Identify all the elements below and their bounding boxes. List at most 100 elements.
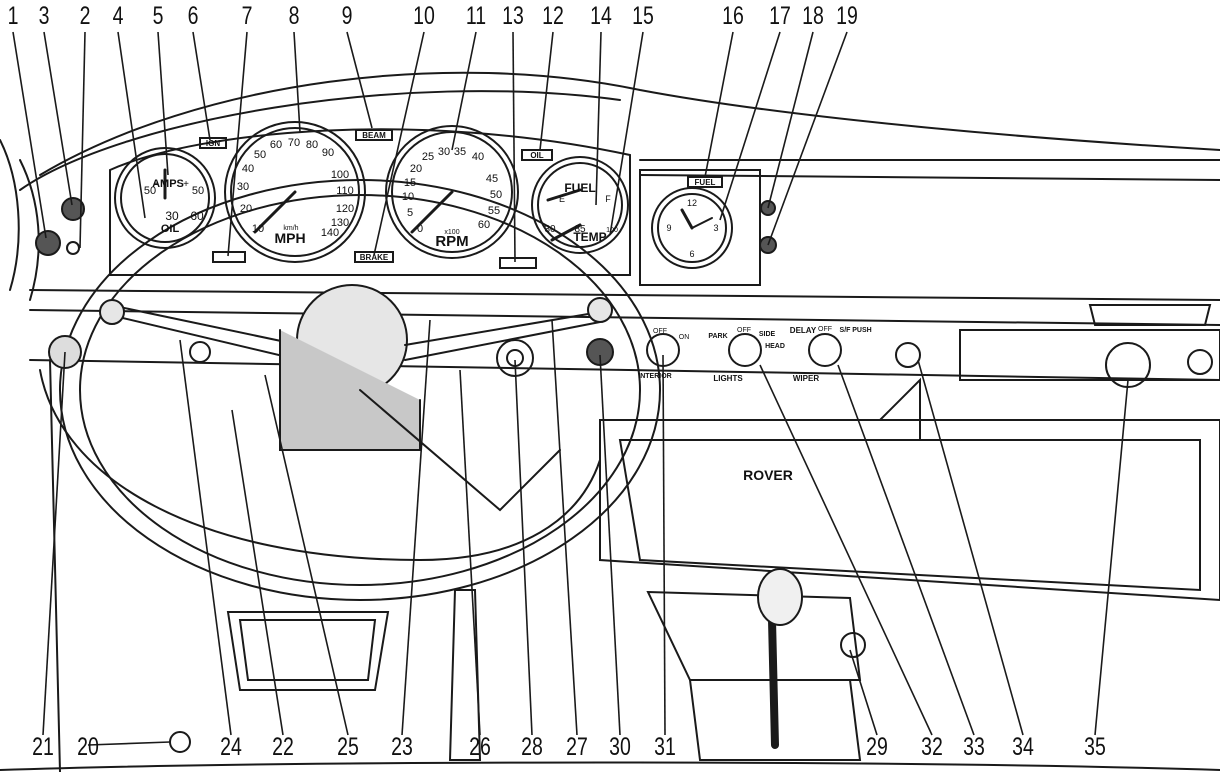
leader-line <box>79 31 86 249</box>
delay-label: DELAY <box>790 326 817 335</box>
temp-high: 100 <box>606 227 618 234</box>
clock-panel <box>639 169 761 286</box>
accelerator-pedal <box>448 589 482 761</box>
callout-4: 4 <box>112 2 124 30</box>
leader-line <box>43 31 73 206</box>
leader-line <box>849 649 878 736</box>
leader-line <box>157 31 169 176</box>
speedo-tick-90: 90 <box>322 147 334 159</box>
speedo-tick-50: 50 <box>254 149 266 161</box>
park-label: PARK <box>708 333 727 340</box>
ammeter-right: 50 <box>192 185 204 197</box>
leader-line <box>293 31 301 133</box>
speedo-needle <box>253 190 297 234</box>
tacho-tick-25: 25 <box>422 151 434 163</box>
callout-19: 19 <box>836 2 858 30</box>
speedometer <box>224 121 366 263</box>
speedo-tick-130: 130 <box>331 217 349 229</box>
lights-label: LIGHTS <box>713 374 743 383</box>
fuel-temp-gauge <box>531 156 629 254</box>
dash-top-rail <box>19 90 621 191</box>
handbrake-release <box>840 632 866 658</box>
leader-line <box>192 31 211 141</box>
leader-line <box>704 31 734 178</box>
leader-line <box>42 351 66 736</box>
washer-button <box>895 342 921 368</box>
callout-18: 18 <box>802 2 824 30</box>
on1-label: ON <box>679 334 690 341</box>
speedo-tick-20: 20 <box>240 203 252 215</box>
leader-line <box>459 369 481 736</box>
callout-26: 26 <box>469 733 491 761</box>
panel-light-knob <box>35 230 61 256</box>
temp-needle <box>550 223 582 242</box>
temp-mid: 85 <box>574 224 586 235</box>
callout-31: 31 <box>654 733 676 761</box>
leader-line <box>1094 379 1129 736</box>
steering-spoke-right <box>404 311 601 346</box>
tacho-tick-55: 55 <box>488 205 500 217</box>
speedo-tick-30: 30 <box>237 181 249 193</box>
speedo-tick-100: 100 <box>331 169 349 181</box>
leader-line <box>609 31 644 236</box>
bonnet-release <box>169 731 191 753</box>
speedo-tick-10: 10 <box>252 223 264 235</box>
oil-right: 60 <box>190 209 204 223</box>
callout-6: 6 <box>187 2 199 30</box>
leader-line <box>179 339 232 736</box>
fuel-needle <box>546 188 582 202</box>
speedo-tick-80: 80 <box>306 139 318 151</box>
tacho-tick-35: 35 <box>454 146 466 158</box>
speedo-tick-110: 110 <box>336 185 354 197</box>
tacho-unit-top: x100 <box>444 229 459 236</box>
lights-switch <box>728 333 762 367</box>
speedo-tick-70: 70 <box>288 137 300 149</box>
off1-label: OFF <box>653 328 667 335</box>
ign-light-label: IGN <box>206 139 220 148</box>
right-stalk-knob <box>587 297 613 323</box>
callout-12: 12 <box>542 2 564 30</box>
callout-10: 10 <box>413 2 435 30</box>
leader-line <box>346 31 373 129</box>
speedo-tick-140: 140 <box>321 227 339 239</box>
tacho-tick-5: 5 <box>407 207 413 219</box>
callout-8: 8 <box>288 2 300 30</box>
callout-16: 16 <box>722 2 744 30</box>
ammeter-left: 50 <box>144 185 156 197</box>
callout-14: 14 <box>590 2 612 30</box>
off2-label: OFF <box>737 327 751 334</box>
callout-35: 35 <box>1084 733 1106 761</box>
choke-knob <box>61 197 85 221</box>
callout-33: 33 <box>963 733 985 761</box>
head-label: HEAD <box>765 343 785 350</box>
leader-line <box>767 31 848 246</box>
speedo-tick-120: 120 <box>336 203 354 215</box>
callout-2: 2 <box>79 2 91 30</box>
tacho-tick-10: 10 <box>402 191 414 203</box>
fuel-full: F <box>605 194 611 204</box>
left-pillar <box>0 139 20 291</box>
tacho-tick-20: 20 <box>410 163 422 175</box>
leader-line <box>373 31 425 256</box>
leader-line <box>227 31 248 257</box>
fuel-empty: E <box>559 194 565 204</box>
interior-label: INTERIOR <box>638 373 671 380</box>
gear-lever-surround <box>646 590 862 681</box>
leader-line <box>117 31 146 219</box>
callout-9: 9 <box>341 2 353 30</box>
leader-line <box>264 374 349 736</box>
tacho-tick-50: 50 <box>490 189 502 201</box>
callout-5: 5 <box>152 2 164 30</box>
leader-line <box>595 31 602 206</box>
callout-32: 32 <box>921 733 943 761</box>
leader-line <box>512 31 516 263</box>
callout-27: 27 <box>566 733 588 761</box>
callout-13: 13 <box>502 2 524 30</box>
callout-23: 23 <box>391 733 413 761</box>
callout-24: 24 <box>220 733 242 761</box>
gear-gate <box>688 679 862 761</box>
leader-line <box>551 319 578 736</box>
side-label: SIDE <box>759 331 776 338</box>
ammeter-label: AMPS <box>152 178 184 190</box>
tacho-tick-0: 0 <box>417 223 423 235</box>
